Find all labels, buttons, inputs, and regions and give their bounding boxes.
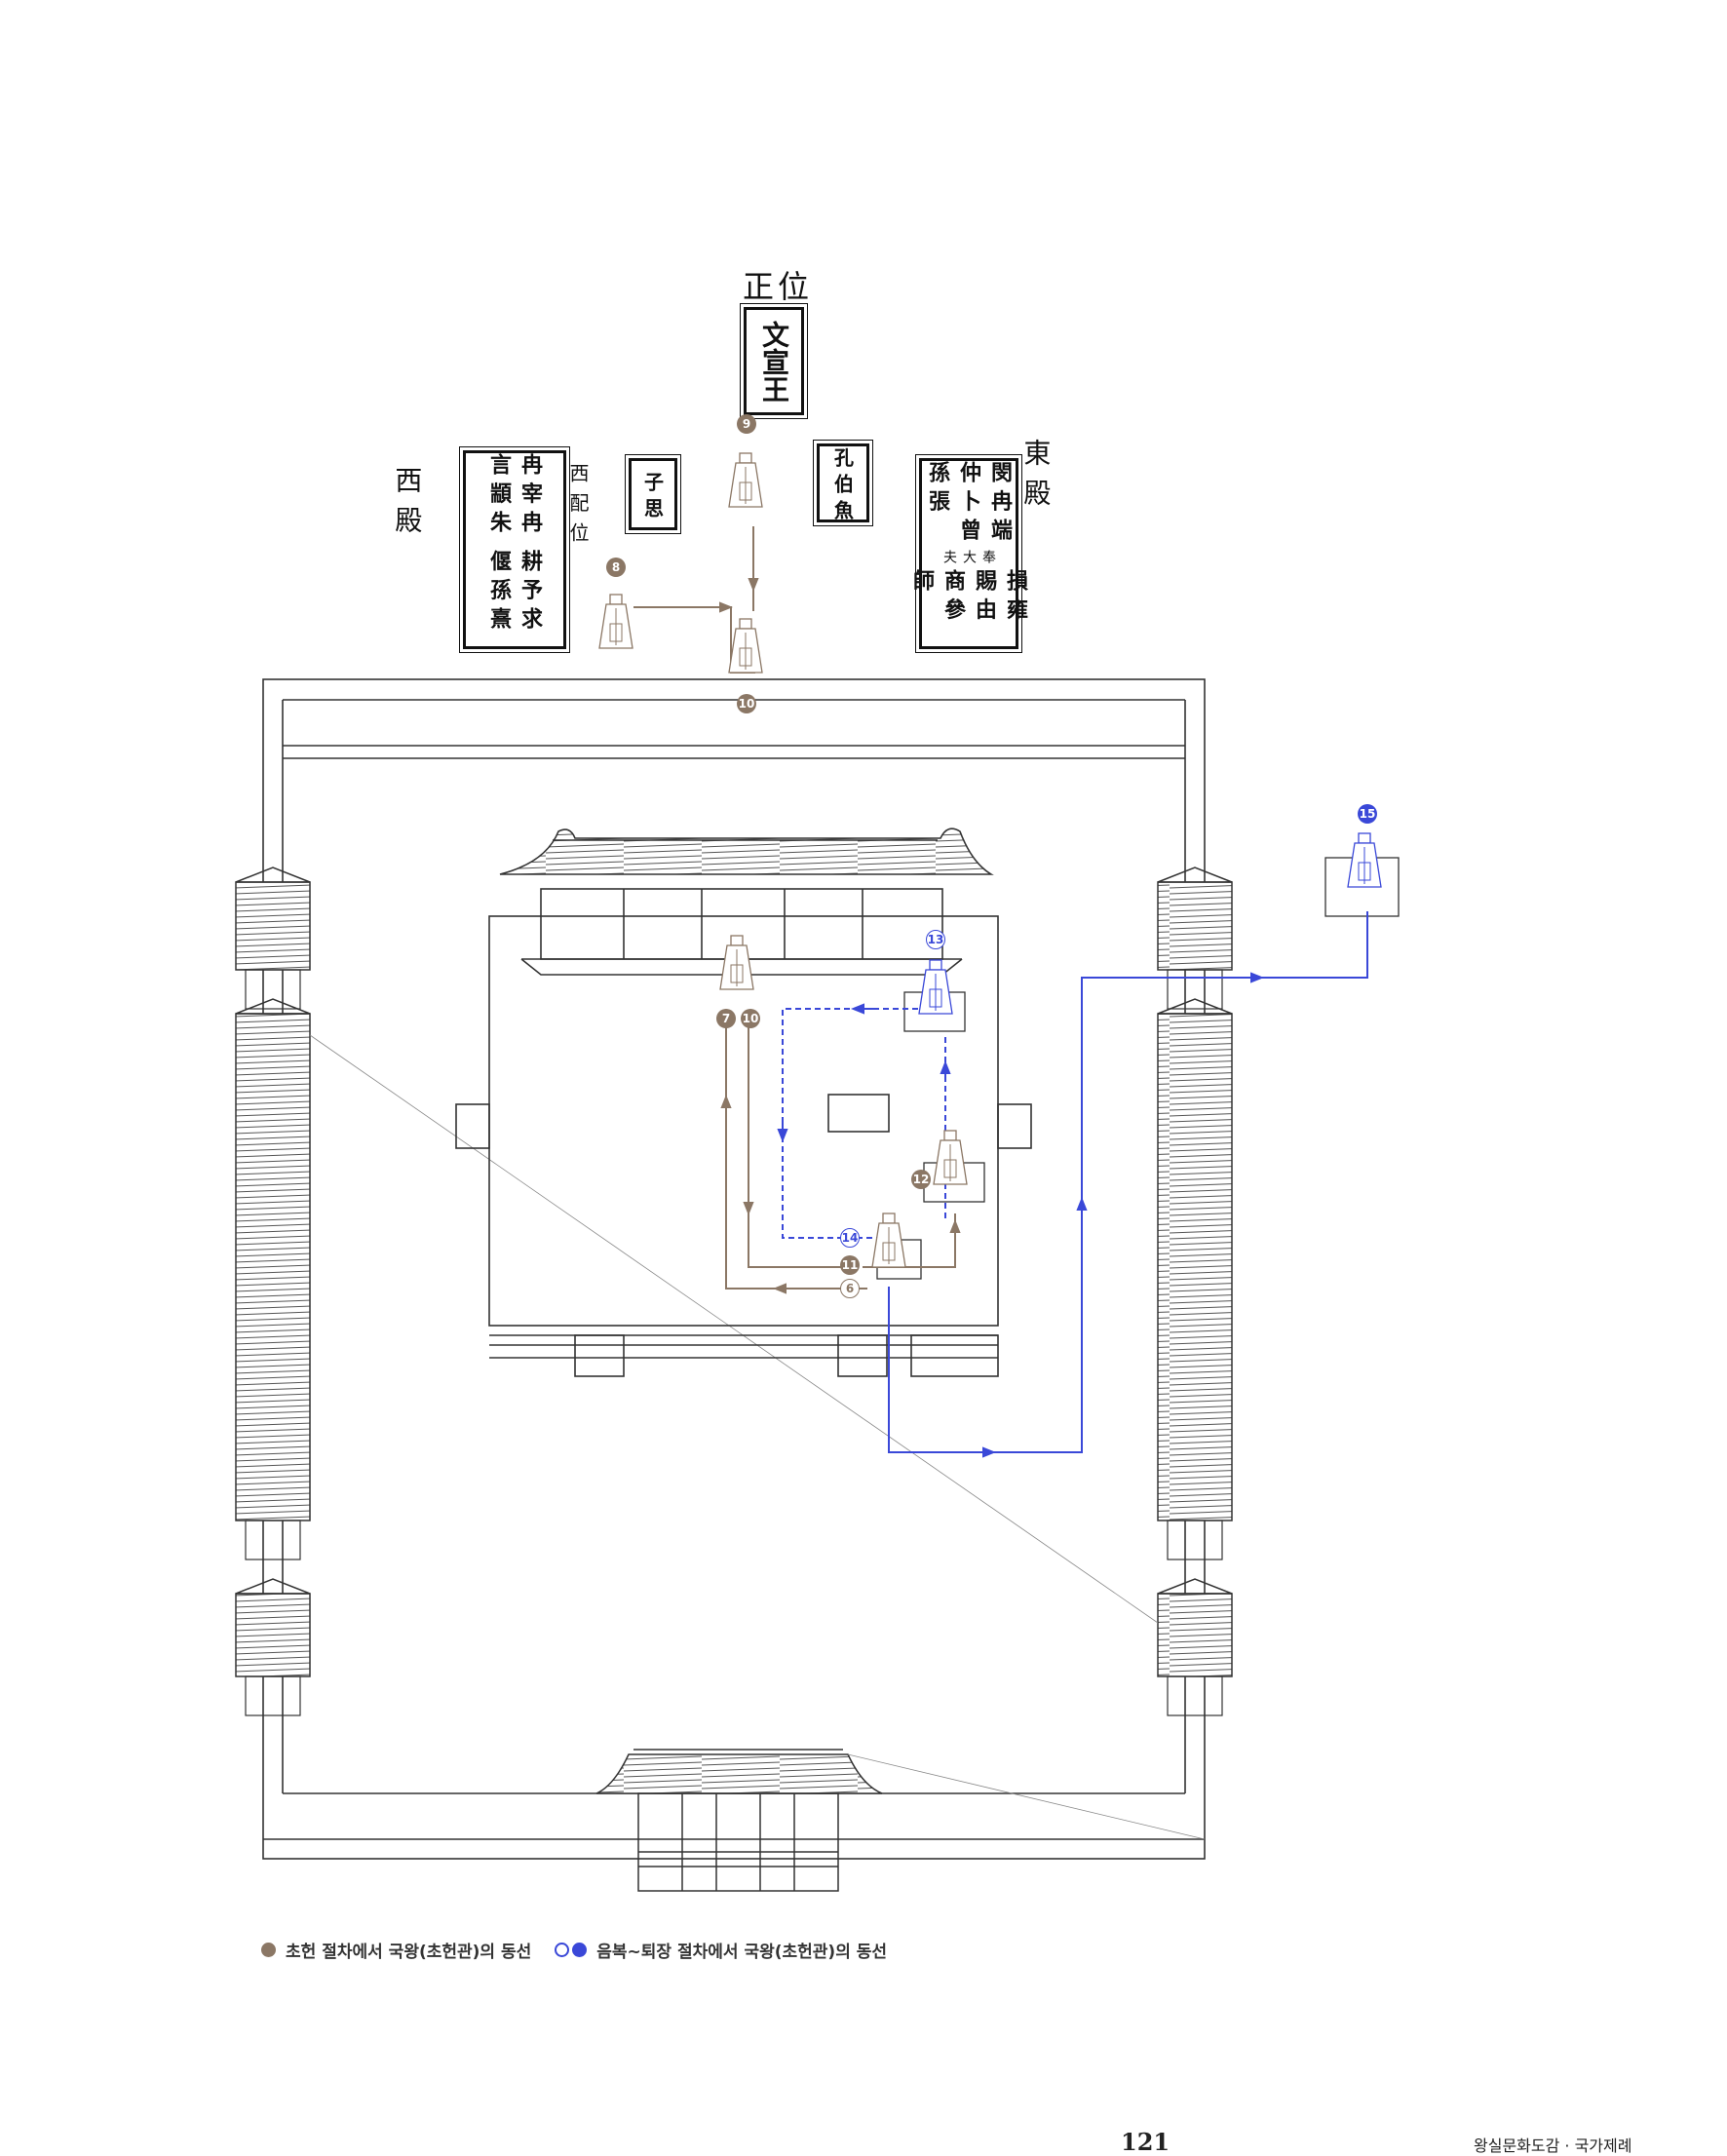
west-small-tablet: 子 思: [625, 454, 681, 534]
blue-dot-icon: [572, 1943, 588, 1957]
figures: [598, 452, 1382, 1268]
step-marker: 11: [840, 1255, 860, 1275]
king-figure: [598, 594, 633, 649]
east-inscription: 閔 冉 端 仲 卜 曾 孫 張 奉 大 夫 損 雍 賜 由 商 參 師: [909, 454, 1028, 653]
west-corridor: [235, 866, 311, 1716]
page-number: 121: [1121, 2128, 1171, 2156]
west-inscription-top: 冉 宰 冉 言 顓 朱: [486, 453, 543, 533]
step-marker: 10: [737, 694, 756, 713]
east-corridor: [1157, 866, 1233, 1716]
legend-label-secondary: 음복~퇴장 절차에서 국왕(초헌관)의 동선: [596, 1943, 888, 1962]
step-marker: 8: [606, 558, 626, 577]
step-marker: 12: [911, 1170, 931, 1189]
legend-label-primary: 초헌 절차에서 국왕(초헌관)의 동선: [286, 1943, 532, 1962]
step-marker: 7: [716, 1009, 736, 1028]
blue-ring-icon: [555, 1943, 570, 1957]
east-note: 奉 大 夫: [941, 549, 996, 563]
king-figure: [719, 935, 754, 990]
book-title: 왕실문화도감 · 국가제례: [1474, 2137, 1632, 2155]
west-header: 西 殿: [391, 466, 424, 535]
legend-item-primary: 초헌 절차에서 국왕(초헌관)의 동선: [261, 1938, 531, 1962]
route-primary: [633, 526, 961, 1294]
step-marker: 15: [1358, 804, 1377, 824]
step-marker: 13: [926, 930, 945, 949]
king-figure: [871, 1213, 906, 1268]
king-figure: [728, 452, 763, 508]
brown-dot-icon: [261, 1943, 276, 1957]
step-marker: 14: [840, 1228, 860, 1248]
legend-item-secondary: 음복~퇴장 절차에서 국왕(초헌관)의 동선: [555, 1938, 887, 1962]
king-figure: [918, 959, 953, 1015]
route-secondary: [777, 911, 1368, 1458]
king-figure: [933, 1130, 968, 1185]
main-hall: [455, 828, 1032, 1377]
west-inscription-bottom: 耕 予 求 偃 孫 熹: [486, 550, 543, 630]
guide-lines: [309, 1034, 1206, 1840]
west-inscription: 冉 宰 冉 言 顓 朱 耕 予 求 偃 孫 熹: [459, 446, 570, 653]
step-marker: 6: [840, 1279, 860, 1298]
king-figure: [728, 618, 763, 674]
king-figure: [1347, 832, 1382, 888]
east-small-tablet: 孔 伯 魚: [813, 440, 873, 526]
step-marker: 10: [741, 1009, 760, 1028]
south-gate: [595, 1749, 883, 1892]
east-inscription-top: 閔 冉 端 仲 卜 曾 孫 張: [925, 461, 1013, 541]
center-header: 正位: [743, 268, 814, 305]
east-inscription-bottom: 損 雍 賜 由 商 參 師: [909, 568, 1028, 620]
legend: 초헌 절차에서 국왕(초헌관)의 동선 음복~퇴장 절차에서 국왕(초헌관)의 …: [261, 1938, 910, 1962]
step-marker: 9: [737, 414, 756, 434]
east-header: 東 殿: [1019, 439, 1053, 508]
west-note: 西 配 位: [566, 463, 590, 544]
center-tablet: 文宣王: [740, 303, 808, 419]
